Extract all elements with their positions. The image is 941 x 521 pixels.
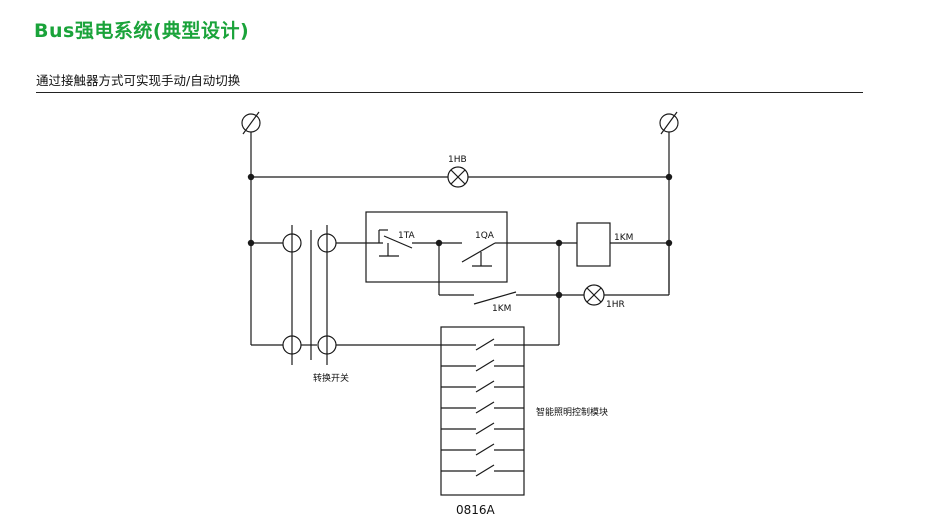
lamp-1hr-label: 1HR: [606, 300, 625, 310]
contact-1qa-icon: [461, 242, 507, 267]
transfer-switch: [251, 225, 337, 365]
left-terminal-icon: [241, 111, 261, 135]
contact-1qa-label: 1QA: [475, 231, 495, 241]
lighting-module-label: 智能照明控制模块: [536, 406, 608, 418]
lamp-1hb-label: 1HB: [448, 155, 467, 165]
module-model-label: 0816A: [456, 503, 496, 517]
coil-1km-icon: [576, 222, 611, 267]
control-box: [365, 211, 508, 283]
indicator-lamp-1hb-icon: [447, 166, 469, 188]
junction-dot: [665, 173, 673, 181]
contact-1ta-icon: [366, 229, 439, 257]
indicator-lamp-1hr-icon: [583, 284, 605, 306]
contact-1ta-label: 1TA: [398, 231, 416, 241]
junction-dot: [247, 173, 255, 181]
page-title: Bus强电系统(典型设计): [34, 20, 250, 42]
contact-1km-icon: [473, 291, 517, 305]
coil-1km-label: 1KM: [614, 233, 633, 243]
lighting-module: [440, 326, 525, 496]
page-subtitle: 通过接触器方式可实现手动/自动切换: [36, 73, 241, 88]
right-terminal-icon: [659, 111, 679, 135]
transfer-switch-label: 转换开关: [313, 372, 349, 384]
contact-1km-label: 1KM: [492, 304, 511, 314]
header-divider: [36, 92, 863, 93]
